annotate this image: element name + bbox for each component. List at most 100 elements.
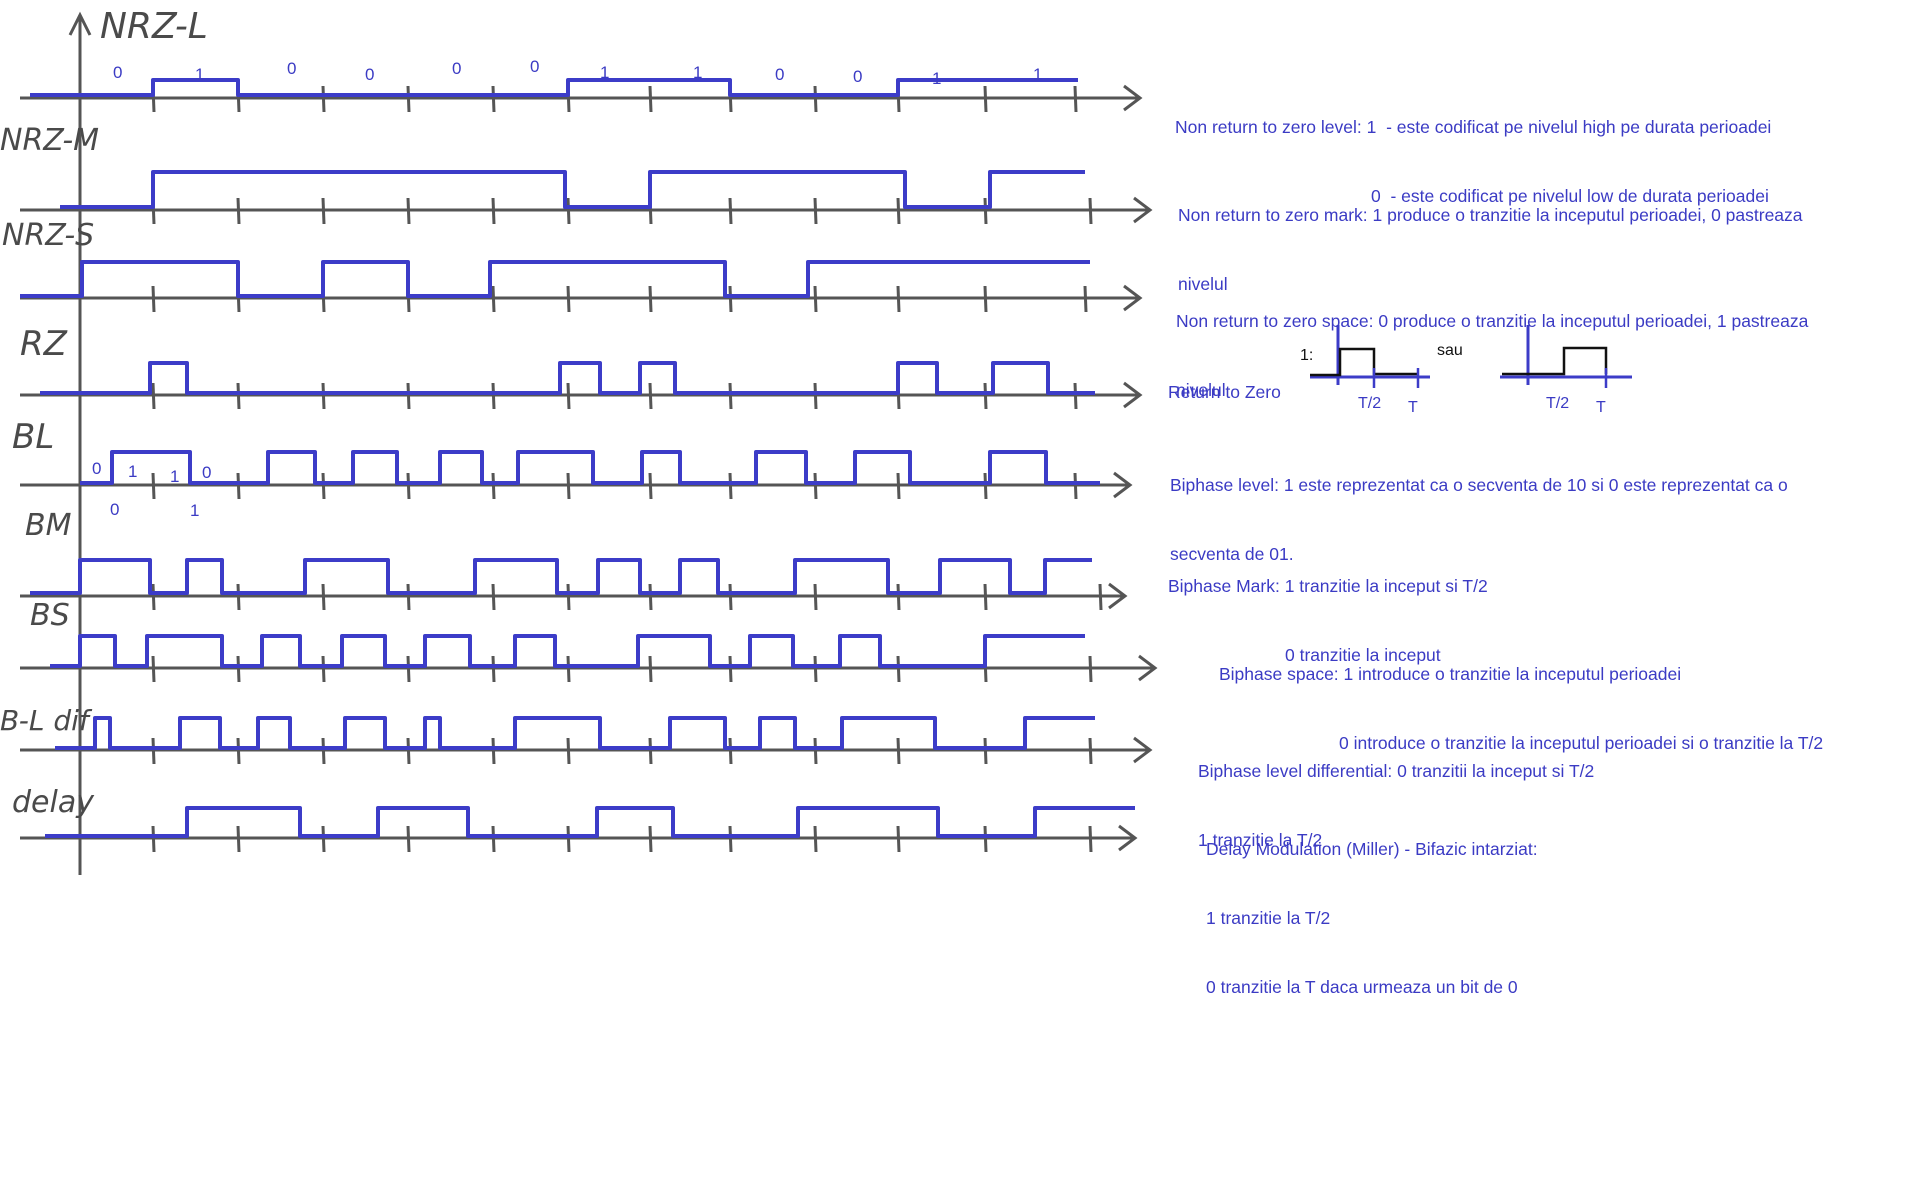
bs-tick-11 [1088,655,1093,683]
delay-tick-4 [491,825,496,853]
bm-tick-4 [491,583,496,611]
delay-tick-10 [983,825,988,853]
nrz-l-axis-arrowhead [1123,84,1143,112]
note-nrz-s-line1: Non return to zero space: 0 produce o tr… [1176,311,1809,331]
row-label-nrz-m: NRZ-M [0,123,99,158]
bs-waveform [50,634,1085,668]
rz-tick-3 [406,382,411,410]
delay-tick-11 [1088,825,1093,853]
nrz-l-bit-label: 1 [693,63,702,82]
note-bm: Biphase Mark: 1 tranzitie la inceput si … [1168,529,1488,690]
note-nrz-m-line1: Non return to zero mark: 1 produce o tra… [1178,205,1803,225]
note-rz: Return to Zero [1168,335,1281,427]
nrz-m-tick-5 [566,197,571,225]
nrz-m-tick-4 [491,197,496,225]
bl-tick-10 [983,472,988,500]
rz-tick-6 [648,382,653,410]
bs-tick-5 [566,655,571,683]
delay-tick-2 [321,825,326,853]
row-label-delay: delay [12,785,95,820]
row-label-rz: RZ [20,324,68,364]
bm-tick-11 [1098,583,1103,611]
bs-tick-0 [151,655,156,683]
nrz-s-tick-6 [648,285,653,313]
bm-tick-0 [151,583,156,611]
nrz-l-bit-label: 0 [775,65,784,84]
nrz-m-tick-2 [321,197,326,225]
note-nrz-s: Non return to zero space: 0 produce o tr… [1176,264,1808,425]
note-bl-dif-line2: 1 tranzitie la T/2 [1198,830,1323,850]
nrz-l-tick-6 [648,85,653,113]
mini-b-t-half-label: T/2 [1546,395,1569,412]
bl-bit-label-top: 1 [128,462,137,481]
bm-waveform [30,558,1092,595]
delay-tick-9 [896,825,901,853]
rz-tick-5 [566,382,571,410]
delay-tick-1 [236,825,241,853]
bl-dif-tick-8 [813,737,818,765]
note-bs-line1: Biphase space: 1 introduce o tranzitie l… [1219,664,1682,684]
bl-axis-arrowhead [1113,471,1133,499]
nrz-l-bit-label: 1 [195,65,204,84]
nrz-m-tick-7 [728,197,733,225]
bs-tick-7 [728,655,733,683]
note-bl: Biphase level: 1 este reprezentat ca o s… [1170,428,1788,589]
note-delay: Delay Modulation (Miller) - Bifazic inta… [1206,792,1538,1022]
nrz-s-waveform [20,260,1090,298]
bm-axis-arrowhead [1108,582,1128,610]
rz-tick-7 [728,382,733,410]
bm-tick-7 [728,583,733,611]
rz-tick-0 [151,382,156,410]
bl-tick-9 [896,472,901,500]
note-rz-title: Return to Zero [1168,382,1281,402]
nrz-s-tick-4 [491,285,496,313]
bl-bit-label-top: 0 [202,463,211,482]
main-axis-arrowhead [68,11,92,36]
bl-dif-tick-1 [236,737,241,765]
nrz-m-tick-10 [983,197,988,225]
bl-tick-11 [1073,472,1078,500]
mini-b-pulse [1502,346,1608,376]
nrz-l-bit-label: 0 [853,67,862,86]
nrz-l-tick-3 [406,85,411,113]
row-label-bm: BM [25,508,72,543]
nrz-s-tick-8 [813,285,818,313]
rz-axis-arrowhead [1123,381,1143,409]
nrz-l-bit-label: 0 [365,65,374,84]
bl-dif-tick-11 [1088,737,1093,765]
nrz-m-axis-arrowhead [1133,196,1153,224]
bl-tick-0 [151,472,156,500]
rz-tick-4 [491,382,496,410]
note-delay-line1: Delay Modulation (Miller) - Bifazic inta… [1206,839,1538,859]
nrz-l-bit-label: 1 [600,63,609,82]
rz-tick-8 [813,382,818,410]
bl-tick-7 [728,472,733,500]
bl-waveform [80,450,1100,485]
mini-b-t-label: T [1596,399,1606,416]
nrz-s-tick-5 [566,285,571,313]
note-bs: Biphase space: 1 introduce o tranzitie l… [1219,617,1823,778]
nrz-s-tick-9 [896,285,901,313]
note-bl-line1: Biphase level: 1 este reprezentat ca o s… [1170,475,1788,495]
bl-dif-tick-0 [151,737,156,765]
rz-mini-diagram-b: T/2 T [1500,325,1632,416]
bm-tick-10 [983,583,988,611]
rz-tick-1 [236,382,241,410]
note-delay-line2: 1 tranzitie la T/2 [1206,908,1331,928]
nrz-l-tick-11 [1073,85,1078,113]
rz-waveform [40,361,1095,395]
nrz-l-tick-8 [813,85,818,113]
bs-tick-2 [321,655,326,683]
row-label-nrz-s: NRZ-S [2,218,94,253]
bl-dif-tick-9 [896,737,901,765]
mini-a-pulse [1310,347,1418,377]
nrz-s-axis-arrowhead [1123,284,1143,312]
note-nrz-l-line2: 0 - este codificat pe nivelul low de dur… [1371,186,1769,206]
bm-tick-2 [321,583,326,611]
nrz-m-waveform [60,170,1085,209]
nrz-s-tick-11 [1083,285,1088,313]
nrz-l-tick-2 [321,85,326,113]
bl-tick-2 [321,472,326,500]
